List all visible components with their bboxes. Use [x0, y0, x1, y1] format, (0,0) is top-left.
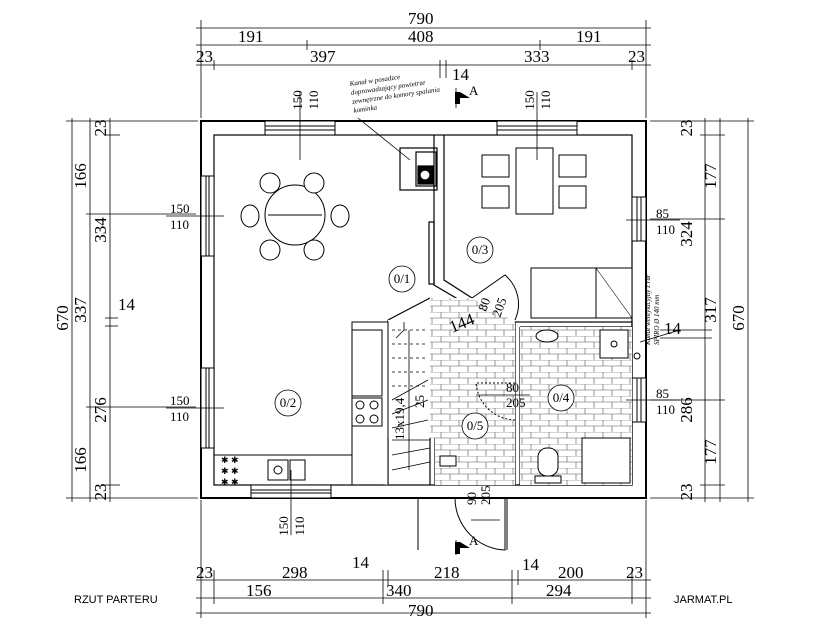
dim-right-2: 324: [677, 221, 696, 247]
section-arrows: [455, 92, 470, 554]
window-labels: 150 110 150 110 150 110 150 110 150 110 …: [170, 90, 675, 536]
win-left-top-110: 110: [170, 217, 189, 232]
door4-205: 205: [506, 395, 526, 410]
section-label-bottom: A: [469, 533, 479, 548]
dim-top-wall: 14: [452, 65, 470, 84]
dim-bot-r2-2: 294: [546, 581, 572, 600]
dim-right-5: 177: [701, 439, 720, 465]
room-label-0-4: 0/4: [553, 390, 570, 405]
win-top-left-150: 150: [290, 90, 305, 110]
brand-label: JARMAT.PL: [674, 594, 733, 606]
door-room4: [475, 382, 516, 421]
dim-bot-r2-0: 156: [246, 581, 272, 600]
svg-text:✱: ✱: [221, 477, 229, 487]
dim-right-4: 286: [677, 397, 696, 423]
win-right-top-85: 85: [656, 206, 669, 221]
dim-left-3: 337: [71, 297, 90, 323]
room-label-0-5: 0/5: [467, 418, 484, 433]
dim-top-r1-1: 408: [408, 27, 434, 46]
dim-top-r2-3: 23: [628, 47, 645, 66]
win-bot-150: 150: [276, 516, 291, 536]
door3-80: 80: [475, 296, 494, 313]
win-top-right-110: 110: [538, 90, 553, 109]
win-top-left-110: 110: [306, 90, 321, 109]
fireplace-note-line-3: kominka: [353, 103, 378, 114]
dim-left-0: 23: [91, 120, 110, 137]
kitchen-counter: [214, 321, 389, 485]
dim-top-r2-0: 23: [196, 47, 213, 66]
dim-top-r2-1: 397: [310, 47, 336, 66]
dim-right-3: 317: [701, 297, 720, 323]
win-left-bot-110: 110: [170, 409, 189, 424]
door3-205: 205: [489, 296, 510, 319]
right-dims: 670 23 177 324 317 286 177 23 14: [664, 120, 748, 501]
door-entry-205: 205: [478, 486, 493, 506]
dim-right-1: 177: [701, 163, 720, 189]
svg-text:✱: ✱: [221, 466, 229, 476]
door-room3: [471, 274, 519, 321]
plan-title: RZUT PARTERU: [74, 594, 158, 606]
win-left-bot-150: 150: [170, 393, 190, 408]
dim-bot-r1-4: 14: [522, 555, 540, 574]
dimension-lines: [66, 20, 754, 618]
dining-table-round: [240, 172, 350, 261]
dim-right-0: 23: [677, 120, 696, 137]
dim-top-r2-2: 333: [524, 47, 550, 66]
dim-bot-r1-1: 298: [282, 563, 308, 582]
doors: [417, 274, 519, 551]
dim-left-4: 276: [91, 397, 110, 423]
dim-right-wall: 14: [664, 319, 682, 338]
dim-top-r1-0: 191: [238, 27, 264, 46]
dim-bot-r1-2: 14: [352, 553, 370, 572]
dim-bot-r1-3: 218: [434, 563, 460, 582]
dim-left-wall: 14: [118, 295, 136, 314]
win-left-top-150: 150: [170, 201, 190, 216]
dim-right-total: 670: [729, 305, 748, 331]
room-label-0-3: 0/3: [472, 242, 489, 257]
chimney: [399, 147, 438, 191]
left-dims: 670 23 166 334 337 276 166 23 14: [53, 120, 136, 501]
dim-bot-total: 790: [408, 601, 434, 620]
dim-left-5: 166: [71, 447, 90, 473]
vent-note-line-0: Kanał wentylacyjny z rur: [644, 274, 652, 346]
room-label-0-1: 0/1: [394, 271, 411, 286]
svg-text:✱: ✱: [221, 455, 229, 465]
dim-left-1: 166: [71, 163, 90, 189]
dim-top-total: 790: [408, 9, 434, 28]
win-top-right-150: 150: [522, 90, 537, 110]
door-entry-90: 90: [464, 492, 479, 505]
door4-80: 80: [506, 380, 519, 395]
dim-bot-r1-6: 23: [626, 563, 643, 582]
dim-left-total: 670: [53, 305, 72, 331]
room-label-0-2: 0/2: [280, 395, 297, 410]
section-label-top: A: [469, 83, 479, 98]
room-labels: [274, 236, 575, 440]
svg-text:✱: ✱: [231, 466, 239, 476]
svg-text:✱: ✱: [231, 455, 239, 465]
dim-bot-r2-1: 340: [386, 581, 412, 600]
win-right-top-110: 110: [656, 222, 675, 237]
dim-left-6: 23: [91, 484, 110, 501]
fireplace-note: Kanał w posadzce doprowadzający powietrz…: [348, 73, 441, 115]
dim-right-6: 23: [677, 484, 696, 501]
stairs-spec: 13x19,4: [392, 397, 407, 440]
room3-furniture: [481, 147, 633, 319]
stairs-step: 25: [412, 395, 427, 408]
dim-bot-r1-5: 200: [558, 563, 584, 582]
dim-bot-r1-0: 23: [196, 563, 213, 582]
dim-left-2: 334: [91, 217, 110, 243]
win-right-bot-85: 85: [656, 386, 669, 401]
stove-icon: ✱✱ ✱✱ ✱✱: [221, 455, 239, 487]
door-entrance: [454, 497, 506, 551]
window-right-top: [631, 196, 647, 242]
vent-note: Kanał wentylacyjny z rur SPIRO Ø 140 mm: [644, 274, 661, 346]
bathroom-fixtures: [439, 329, 641, 484]
dim-top-r1-2: 191: [576, 27, 602, 46]
vent-note-line-1: SPIRO Ø 140 mm: [653, 295, 661, 345]
svg-text:✱: ✱: [231, 477, 239, 487]
win-bot-110: 110: [292, 516, 307, 535]
stairs: [391, 322, 431, 471]
win-right-bot-110: 110: [656, 402, 675, 417]
